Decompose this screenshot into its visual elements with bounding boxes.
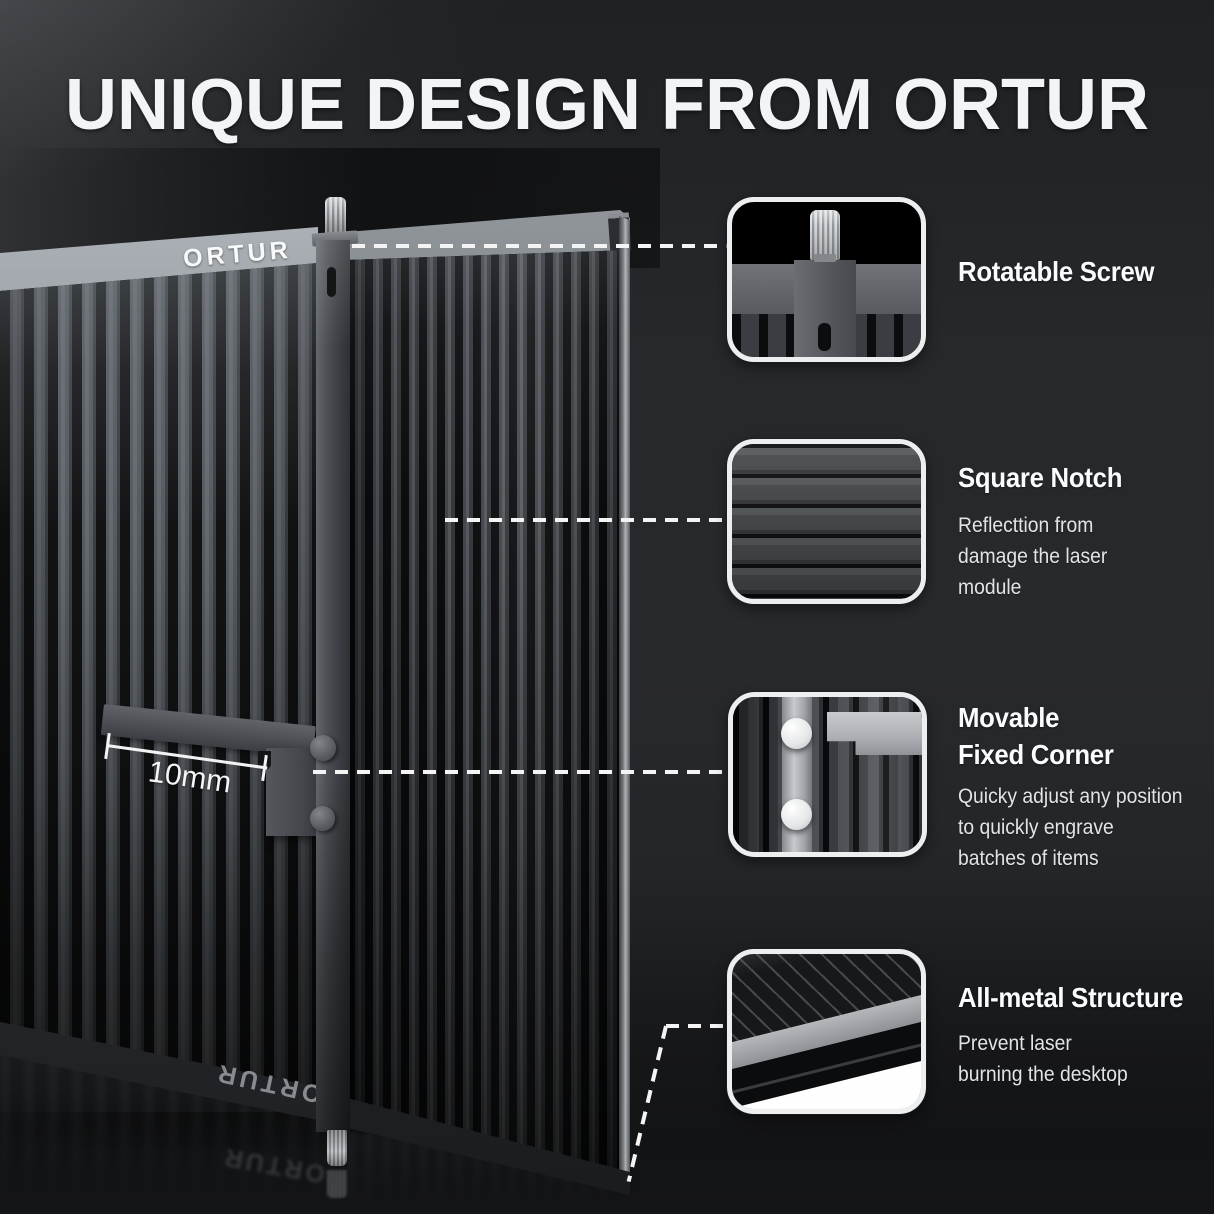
thumb-screw-collar <box>814 254 836 262</box>
callout-heading: Rotatable Screw <box>958 253 1155 290</box>
callout-thumb-all-metal <box>727 949 926 1114</box>
connector-dash-all-metal-horizontal <box>666 1024 730 1028</box>
heading-line: Movable <box>958 702 1060 733</box>
callout-description: Prevent laser burning the desktop <box>958 1028 1183 1090</box>
callout-thumb-movable-corner <box>728 692 927 857</box>
thumb-diagonal-stack <box>732 954 921 1109</box>
heading-line: Square Notch <box>958 462 1123 493</box>
callout-label-all-metal: All-metal Structure Prevent laser burnin… <box>958 979 1183 1090</box>
callout-thumb-rotatable-screw <box>727 197 926 362</box>
callout-description: Reflecttion from damage the laser module <box>958 510 1122 603</box>
right-panel <box>347 208 632 1198</box>
callout-thumb-square-notch <box>727 439 926 604</box>
rotatable-screw-bottom <box>327 1130 347 1166</box>
callout-label-square-notch: Square Notch Reflecttion from damage the… <box>958 459 1122 603</box>
right-panel-edge-cap <box>619 216 630 1182</box>
connector-dash-square-notch <box>445 518 730 522</box>
desc-line: to quickly engrave <box>958 816 1114 839</box>
desc-line: Prevent laser <box>958 1032 1072 1055</box>
desc-line: Quicky adjust any position <box>958 785 1183 808</box>
desc-line: Reflecttion from <box>958 514 1094 537</box>
connector-dash-rotatable-screw <box>352 244 727 248</box>
desc-line: damage the laser <box>958 545 1108 568</box>
callout-heading: Square Notch <box>958 459 1122 496</box>
bracket-knob-lower <box>310 806 335 831</box>
page-title: UNIQUE DESIGN FROM ORTUR <box>64 65 1149 145</box>
callout-description: Quicky adjust any position to quickly en… <box>958 781 1182 874</box>
desc-line: batches of items <box>958 847 1099 870</box>
right-panel-slats <box>347 250 630 1172</box>
heading-line: Fixed Corner <box>958 739 1114 770</box>
thumb-edge-view <box>732 954 921 1109</box>
thumb-bracket-slot <box>818 323 831 351</box>
desc-line: module <box>958 576 1022 599</box>
movable-corner-plate <box>266 748 316 836</box>
thumb-knob-lower <box>781 799 812 830</box>
connector-dash-movable-corner <box>313 770 730 774</box>
callout-label-movable-corner: Movable Fixed Corner Quicky adjust any p… <box>958 699 1182 874</box>
callout-label-rotatable-screw: Rotatable Screw <box>958 253 1155 290</box>
heading-line: All-metal Structure <box>958 982 1184 1013</box>
left-panel: ORTUR ORTUR <box>0 227 324 1120</box>
desc-line: burning the desktop <box>958 1063 1128 1086</box>
rotatable-screw-top <box>325 197 346 234</box>
heading-line: Rotatable Screw <box>958 256 1155 287</box>
callout-heading: Movable Fixed Corner <box>958 699 1182 773</box>
thumb-knob-upper <box>781 718 812 749</box>
bracket-bar <box>316 240 350 1132</box>
left-panel-slats <box>0 263 318 1087</box>
floor-reflection-screw <box>327 1170 347 1198</box>
bracket-knob-upper <box>310 735 336 761</box>
thumb-knurled-screw-icon <box>810 210 840 260</box>
thumb-notch-bands <box>732 444 921 599</box>
bracket-slot <box>327 267 336 297</box>
callout-heading: All-metal Structure <box>958 979 1183 1016</box>
